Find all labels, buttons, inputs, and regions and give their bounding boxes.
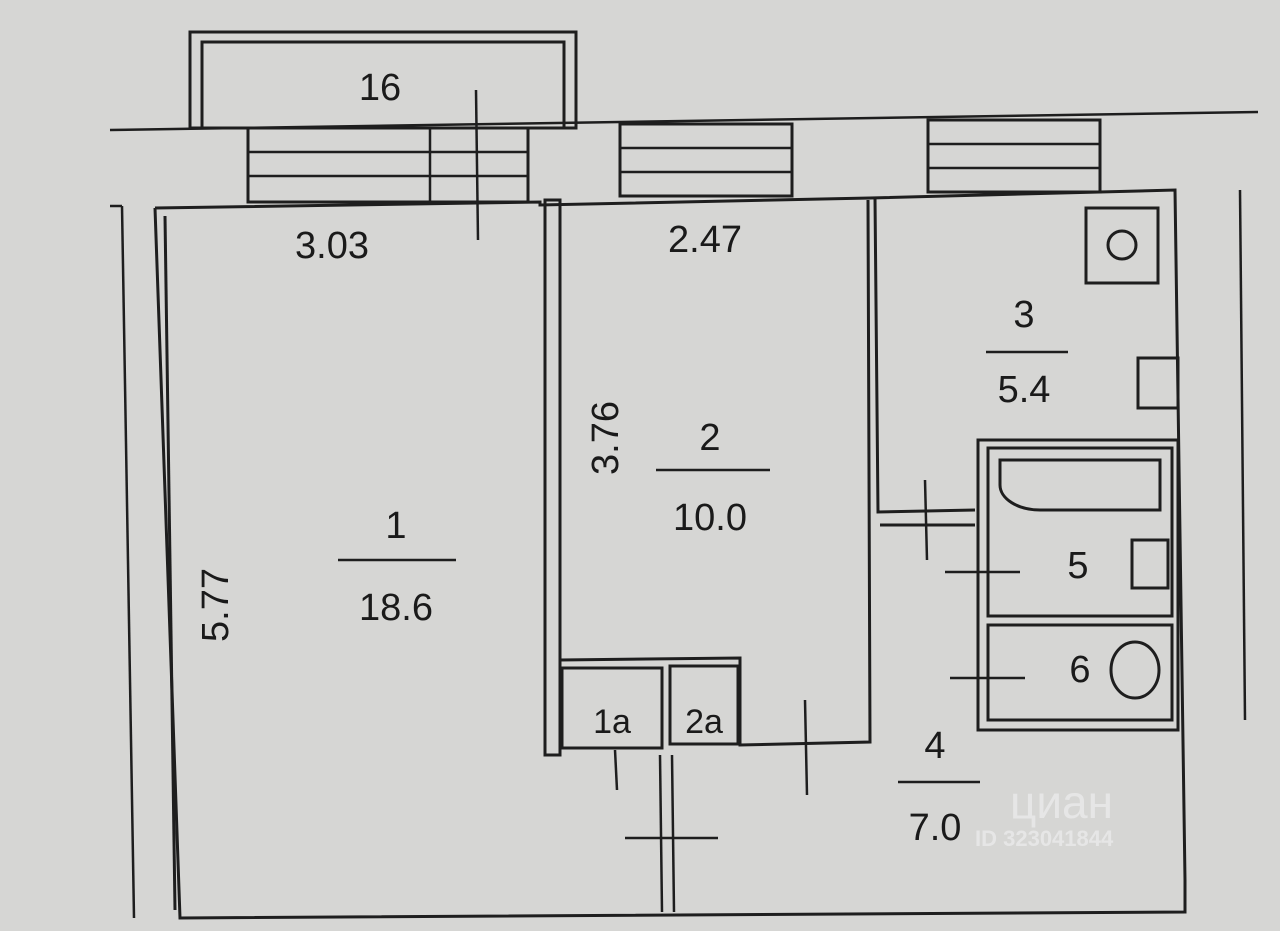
room1-area: 18.6 — [359, 587, 433, 629]
room4-area: 7.0 — [909, 807, 962, 849]
room1-length: 5.77 — [195, 568, 237, 642]
room2-length: 3.76 — [585, 401, 627, 475]
room3-number: 3 — [1013, 294, 1034, 336]
room2a-number: 2a — [685, 703, 723, 741]
room6-number: 6 — [1069, 649, 1090, 691]
room1-width: 3.03 — [295, 225, 369, 267]
room5-number: 5 — [1067, 545, 1088, 587]
room3-area: 5.4 — [998, 369, 1051, 411]
balcony-label: 16 — [359, 67, 401, 109]
walls — [110, 89, 1247, 920]
room2-area: 10.0 — [673, 497, 747, 539]
room1-number: 1 — [385, 505, 406, 547]
windows — [246, 118, 1102, 204]
watermark-id: ID 323041844 — [975, 826, 1114, 851]
room2-number: 2 — [699, 417, 720, 459]
room4-number: 4 — [924, 725, 945, 767]
room2-width: 2.47 — [668, 219, 742, 261]
room1a-number: 1a — [593, 703, 631, 741]
watermark-brand: циан — [1010, 776, 1113, 828]
